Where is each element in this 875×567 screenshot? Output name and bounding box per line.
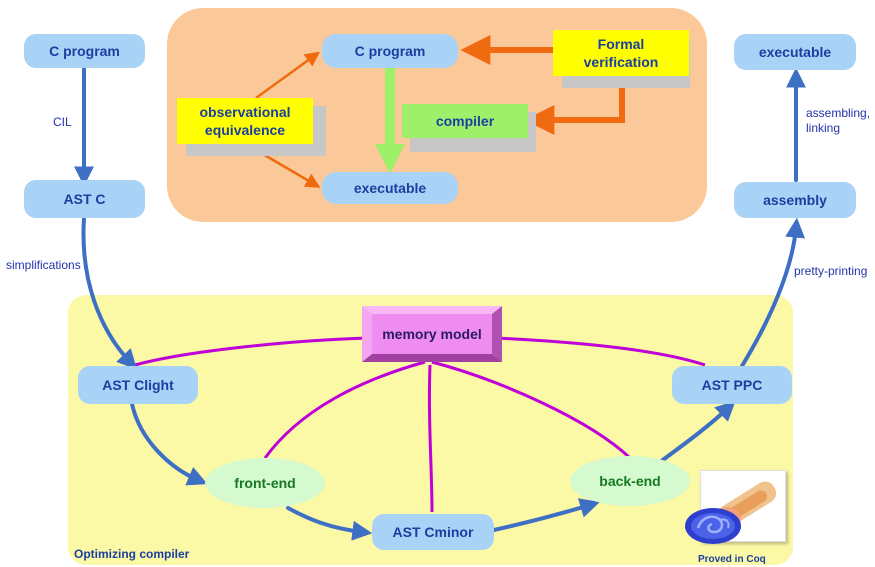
label-cil: CIL <box>53 115 72 129</box>
label-simplifications: simplifications <box>6 258 81 272</box>
compiler-card: compiler <box>402 104 528 138</box>
arrow-front-end-to-ast-cminor <box>286 506 373 541</box>
link-memory-front-end <box>263 360 426 459</box>
arrow-ast-clight-to-front-end <box>130 402 208 486</box>
coq-rooster-icon <box>685 508 741 544</box>
arrow-observational-equivalence-to-c-program <box>255 51 321 100</box>
observational-equivalence-card: observational equivalence <box>177 98 313 144</box>
node-c-program-source: C program <box>24 34 145 68</box>
node-back-end: back-end <box>570 456 690 506</box>
node-assembly: assembly <box>734 182 856 218</box>
node-ast-ppc: AST PPC <box>672 366 792 404</box>
memory-model-links <box>134 336 706 513</box>
memory-model-box: memory model <box>362 306 502 362</box>
memory-model-bevel <box>362 306 502 362</box>
proved-in-coq-label: Proved in Coq <box>698 554 766 565</box>
arrow-ast-c-to-ast-clight <box>81 216 138 370</box>
label-pretty-printing: pretty-printing <box>794 264 868 278</box>
link-memory-back-end <box>431 360 632 460</box>
link-memory-ast-clight <box>134 336 369 367</box>
node-verif-c-program: C program <box>322 34 458 68</box>
node-ast-c: AST C <box>24 180 145 218</box>
label-assembling-linking: assembling, linking <box>806 106 871 135</box>
arrow-ast-ppc-to-assembly <box>740 217 806 368</box>
node-front-end: front-end <box>205 458 325 508</box>
link-memory-ast-cminor <box>427 364 434 513</box>
arrow-formal-verification-to-compiler <box>524 84 625 135</box>
node-verif-executable: executable <box>322 172 458 204</box>
node-executable-output: executable <box>734 34 856 70</box>
node-ast-clight: AST Clight <box>78 366 198 404</box>
memory-model-label: memory model <box>382 326 482 342</box>
link-memory-ast-ppc <box>495 336 706 367</box>
node-ast-cminor: AST Cminor <box>372 514 494 550</box>
coq-badge: Proved in Coq <box>684 470 788 566</box>
formal-verification-card: Formal verification <box>553 30 689 76</box>
arrow-ast-cminor-to-back-end <box>492 498 600 532</box>
optimizing-compiler-label: Optimizing compiler <box>74 547 190 561</box>
arrow-back-end-to-ast-ppc <box>658 400 736 464</box>
